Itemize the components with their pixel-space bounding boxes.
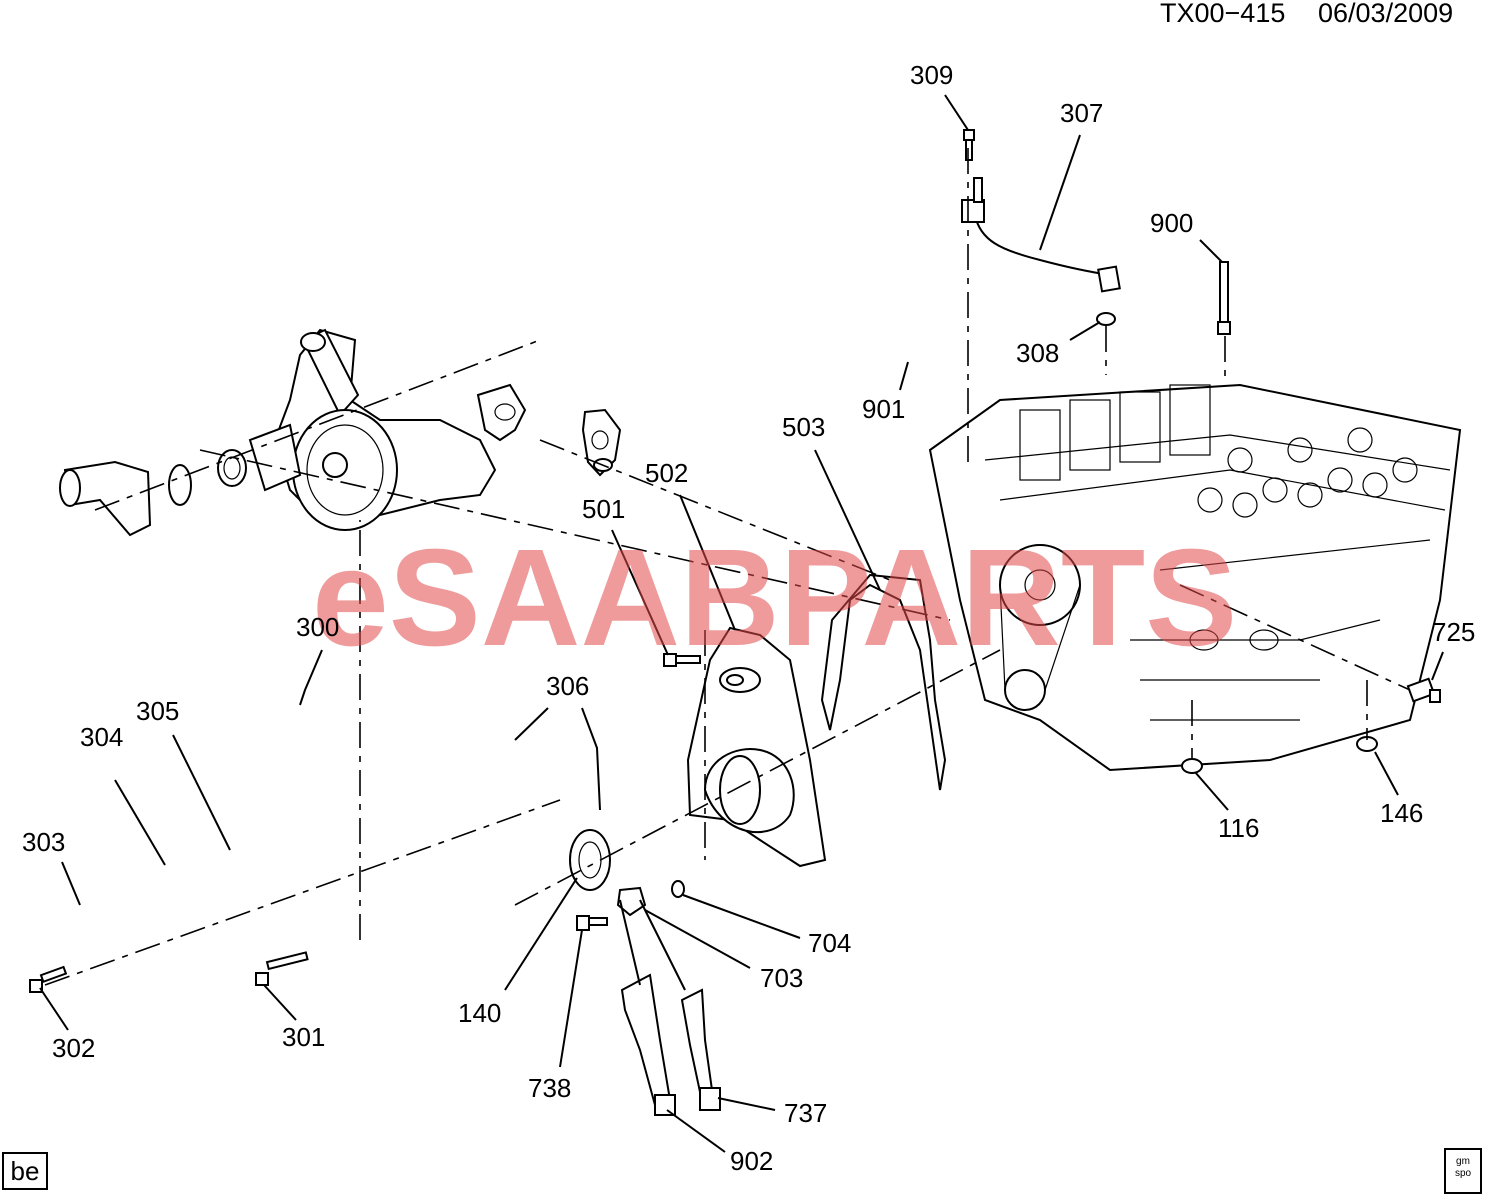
label-503: 503 [782, 412, 825, 442]
part-301-bolt [255, 951, 309, 986]
label-146: 146 [1380, 798, 1423, 828]
label-703: 703 [760, 963, 803, 993]
part-116-plug [1181, 758, 1203, 774]
label-737: 737 [784, 1098, 827, 1128]
part-503-gasket [820, 573, 947, 791]
label-302: 302 [52, 1033, 95, 1063]
part-300-water-pump [248, 328, 497, 531]
label-116: 116 [1218, 813, 1259, 843]
part-703-sensor [616, 886, 647, 917]
label-900: 900 [1150, 208, 1193, 238]
document-date: 06/03/2009 [1318, 0, 1453, 28]
part-704-oring [671, 880, 685, 898]
label-305: 305 [136, 696, 179, 726]
label-738: 738 [528, 1073, 571, 1103]
part-labels: 309 307 900 308 901 503 502 501 300 306 … [22, 60, 1475, 1176]
label-300: 300 [296, 612, 339, 642]
watermark: eSAABPARTS [312, 521, 1237, 675]
part-303-housing [59, 460, 152, 537]
label-301: 301 [282, 1022, 325, 1052]
label-306: 306 [546, 671, 589, 701]
part-738-bolt [576, 915, 608, 931]
part-306-gasket-1 [476, 383, 527, 442]
part-902-harness [620, 973, 676, 1116]
part-302-bolt [29, 965, 68, 993]
label-901: 901 [862, 394, 905, 424]
label-308: 308 [1016, 338, 1059, 368]
document-id: TX00−415 [1160, 0, 1285, 28]
gmspo-logo: gm spo [1444, 1148, 1482, 1194]
gmspo-logo-line1: gm [1456, 1156, 1470, 1167]
label-501: 501 [582, 494, 625, 524]
label-307: 307 [1060, 98, 1103, 128]
badge-be: be [2, 1152, 48, 1190]
part-304-seal [168, 464, 192, 506]
leader-lines [39, 94, 1444, 1153]
label-725: 725 [1432, 617, 1475, 647]
part-307-indicator-tube [961, 177, 1121, 293]
label-304: 304 [80, 722, 123, 752]
label-902: 902 [730, 1146, 773, 1176]
part-900-stud [1217, 261, 1231, 335]
label-502: 502 [645, 458, 688, 488]
part-737-harness [680, 988, 721, 1111]
part-305-thermostat [217, 449, 247, 487]
label-303: 303 [22, 827, 65, 857]
label-140: 140 [458, 998, 501, 1028]
label-704: 704 [808, 928, 851, 958]
part-140-front-seal [569, 829, 611, 891]
part-306-gasket-2 [581, 408, 622, 477]
part-501-bolt [663, 653, 701, 667]
gmspo-logo-line2: spo [1454, 1168, 1472, 1179]
engine-block [928, 383, 1462, 772]
alignment-lines [44, 148, 1411, 986]
label-309: 309 [910, 60, 953, 90]
part-725-sensor [1406, 677, 1441, 703]
part-309-bolt [963, 129, 975, 161]
part-308-seal [1096, 312, 1116, 326]
